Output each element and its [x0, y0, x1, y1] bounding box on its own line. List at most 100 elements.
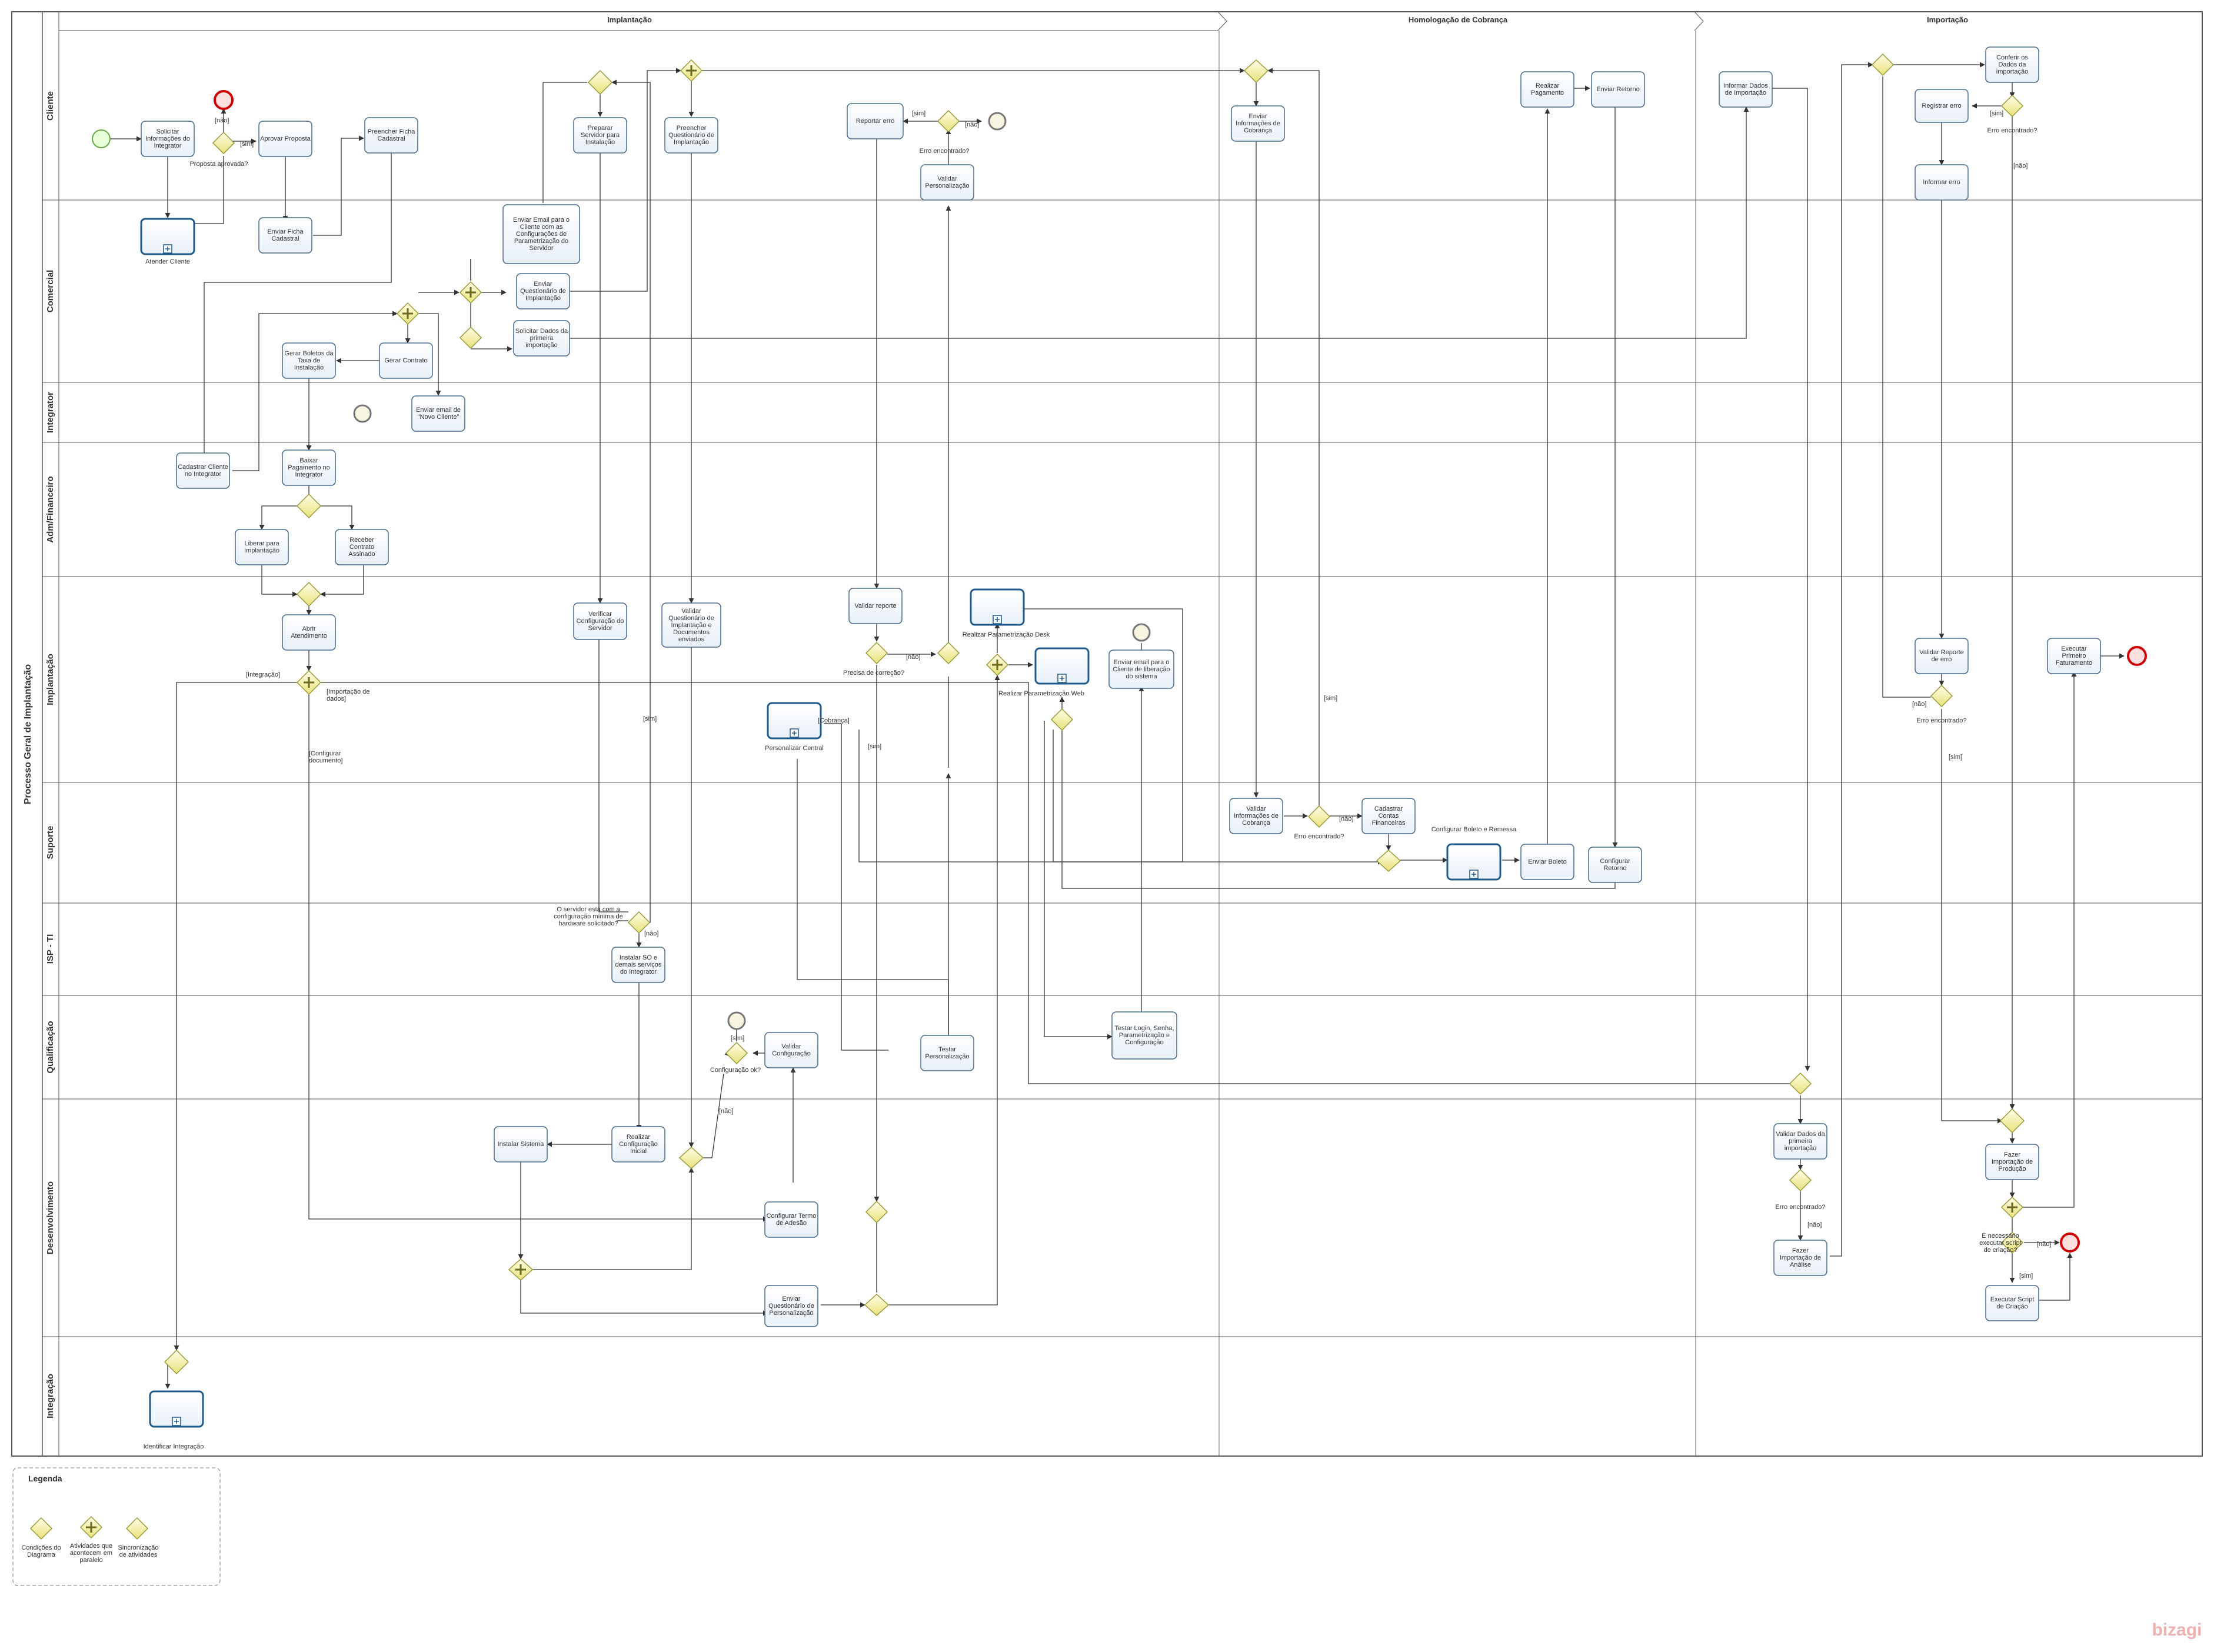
label-validar-personalizacao: Validar Personalização	[925, 175, 970, 189]
flow-sim-reportar: [sim]	[912, 110, 925, 117]
task-validar-personalizacao	[920, 164, 974, 201]
label-enviar-email-novo: Enviar email de "Novo Cliente"	[416, 407, 461, 421]
tasks	[141, 46, 2101, 1327]
gateway-implantacao-2	[937, 641, 960, 665]
label-parametrizacao-desk: Realizar Parametrização Desk	[963, 631, 1050, 638]
flow-nao-correcao: [não]	[906, 654, 920, 661]
label-receber-contrato: Receber Contrato Assinado	[348, 537, 375, 558]
gateway-cobranca-join	[1376, 849, 1401, 872]
task-cadastrar-contas	[1361, 798, 1416, 834]
task-validar-dados-importacao	[1773, 1123, 1827, 1160]
task-baixar-pagamento	[282, 449, 336, 486]
task-validar-reporte	[848, 588, 903, 624]
flow-nao-servidor: [não]	[644, 930, 658, 937]
gateway-servidor	[627, 911, 651, 934]
label-reportar-erro: Reportar erro	[855, 118, 895, 125]
label-solicitar-dados-importacao: Solicitar Dados da primeira importação	[515, 328, 568, 349]
label-realizar-pagamento: Realizar Pagamento	[1530, 82, 1564, 96]
label-enviar-ficha: Enviar Ficha Cadastral	[267, 228, 304, 242]
flow-importacao-dados: [Importação de dados]	[327, 688, 370, 702]
label-realizar-config-inicial: Realizar Configuração Inicial	[619, 1134, 658, 1155]
label-personalizar-central: Personalizar Central	[765, 745, 824, 752]
label-servidor-config: O servidor está com a configuração mínim…	[554, 906, 623, 927]
gateway-integracao	[164, 1349, 189, 1375]
legend-exclusive-label: Condições do Diagrama	[21, 1544, 61, 1558]
gateway-preparar	[587, 69, 613, 95]
label-validar-reporte-erro: Validar Reporte de erro	[1919, 649, 1964, 663]
flow-sim-config: [sim]	[643, 715, 657, 722]
task-gerar-contrato	[379, 342, 433, 379]
label-testar-login: Testar Login, Senha, Parametrização e Co…	[1114, 1025, 1174, 1046]
label-validar-info-cobranca: Validar Informações de Cobrança	[1234, 805, 1279, 827]
flow-nao-script: [não]	[2037, 1241, 2051, 1248]
task-validar-info-cobranca	[1229, 798, 1283, 834]
end-event-faturamento	[2127, 646, 2147, 666]
label-testar-personalizacao: Testar Personalização	[925, 1046, 970, 1060]
task-preencher-quest	[664, 117, 718, 154]
phases: Implantação Homologação de Cobrança Impo…	[59, 11, 1968, 1456]
label-enviar-quest: Enviar Questionário de Implantação	[520, 281, 566, 302]
task-enviar-ficha	[258, 217, 312, 254]
legend-sync-label: Sincronização de atividades	[118, 1544, 159, 1558]
task-enviar-email-liberacao	[1108, 650, 1174, 689]
label-gerar-contrato: Gerar Contrato	[384, 357, 428, 364]
start-event	[92, 129, 111, 148]
subprocess-atender-cliente	[140, 218, 195, 255]
flow-nao-proposta: [não]	[215, 117, 229, 124]
task-validar-configuracao	[764, 1032, 818, 1068]
label-instalar-sistema: Instalar Sistema	[497, 1141, 544, 1148]
task-verificar-config	[573, 602, 627, 640]
task-instalar-so	[611, 947, 665, 983]
flow-sim-reporte: [sim]	[1949, 754, 1962, 761]
lane-qualificacao: Qualificação	[45, 1021, 55, 1073]
label-configurar-boleto: Configurar Boleto e Remessa	[1431, 826, 1517, 833]
subprocess-identificar-integracao	[149, 1390, 204, 1428]
task-realizar-pagamento	[1520, 71, 1574, 108]
flow-sim-configuracao: [sim]	[731, 1035, 744, 1042]
label-enviar-email-liberacao: Enviar email para o Cliente de liberação…	[1113, 658, 1170, 680]
task-fazer-importacao-producao	[1985, 1144, 2039, 1180]
task-enviar-info-cobranca	[1231, 105, 1285, 142]
flow-nao-importacao: [não]	[2013, 162, 2027, 169]
task-labels: Solicitar Informações do Integrator Apro…	[145, 54, 2093, 1317]
gateway-desenv-1	[678, 1146, 704, 1170]
lane-integracao: Integração	[45, 1374, 55, 1418]
flow-nao-primeira-importacao: [não]	[1807, 1221, 1822, 1228]
lane-cliente: Cliente	[45, 91, 55, 121]
label-erro-primeira-importacao: Erro encontrado?	[1776, 1204, 1826, 1211]
label-liberar-implantacao: Liberar para Implantação	[244, 540, 279, 554]
label-configurar-termo: Configurar Termo de Adesão	[766, 1213, 817, 1227]
task-gerar-boletos	[282, 342, 336, 379]
task-enviar-quest	[516, 273, 570, 309]
gateway-adm-join	[296, 581, 322, 607]
task-instalar-sistema	[494, 1126, 548, 1163]
lane-implantacao: Implantação	[45, 654, 55, 705]
label-cadastrar-contas: Cadastrar Contas Financeiras	[1371, 805, 1406, 827]
lanes: Cliente Comercial Integrator Adm/Finance…	[42, 91, 2202, 1418]
gateway-configuracao-ok	[725, 1041, 748, 1065]
label-executar-faturamento: Executar Primeiro Faturamento	[2055, 645, 2093, 667]
flow-nao-configuracao: [não]	[719, 1108, 733, 1115]
gateway-erro-reporte	[1930, 684, 1953, 708]
task-executar-script	[1985, 1285, 2039, 1321]
flow-sim-cobranca: [sim]	[1324, 695, 1337, 702]
events	[92, 90, 2147, 1253]
gateway-desenv-2	[865, 1200, 888, 1224]
phase-importacao: Importação	[1927, 15, 1968, 24]
task-registrar-erro	[1915, 89, 1969, 123]
label-validar-quest: Validar Questionário de Implantação e Do…	[668, 607, 714, 643]
label-erro-cobranca: Erro encontrado?	[1294, 833, 1344, 840]
task-enviar-quest-personalizacao	[764, 1285, 818, 1327]
task-executar-faturamento	[2047, 638, 2101, 674]
gateway-homologacao	[1243, 59, 1269, 84]
legend-parallel-label: Atividades que acontecem em paralelo	[69, 1543, 113, 1564]
label-validar-reporte: Validar reporte	[854, 602, 897, 609]
phase-implantacao: Implantação	[607, 15, 652, 24]
label-gerar-boletos: Gerar Boletos da Taxa de Instalação	[284, 350, 334, 371]
end-event-proposta	[214, 90, 234, 110]
flow-nao-cobranca: [não]	[1339, 815, 1353, 822]
subprocess-personalizar-central	[767, 702, 822, 740]
label-enviar-quest-personalizacao: Enviar Questionário de Personalização	[768, 1295, 814, 1317]
gateway-join-producao	[1999, 1108, 2025, 1134]
lane-desenvolvimento: Desenvolvimento	[45, 1181, 55, 1254]
